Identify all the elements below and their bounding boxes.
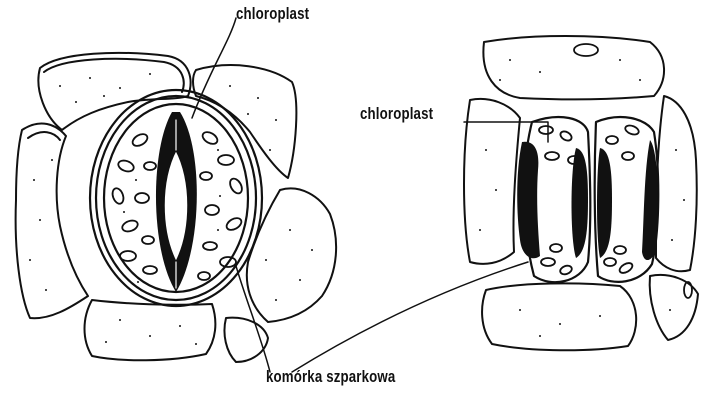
guard-cells-right bbox=[524, 117, 658, 282]
chloroplasts-right bbox=[539, 44, 692, 298]
stomatal-pore-left bbox=[156, 112, 197, 292]
label-guard-cell: komórka szparkowa bbox=[266, 367, 395, 387]
label-chloroplast-top: chloroplast bbox=[236, 4, 309, 24]
stoma-left bbox=[16, 53, 336, 362]
stomatal-pore-right bbox=[517, 140, 658, 260]
label-chloroplast-middle: chloroplast bbox=[360, 104, 433, 124]
stoma-right bbox=[464, 36, 698, 350]
